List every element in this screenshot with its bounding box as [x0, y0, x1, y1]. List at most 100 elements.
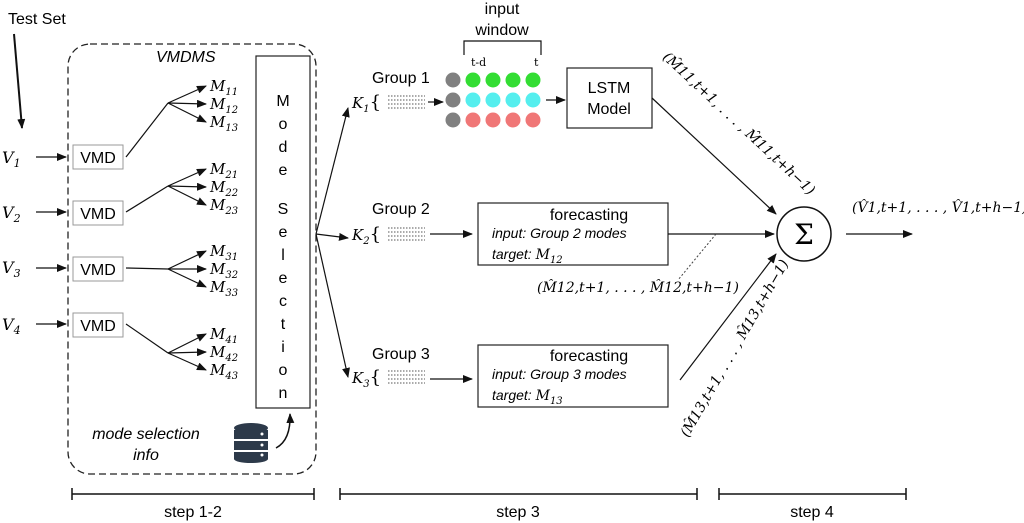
mode-selection-box [255, 55, 311, 409]
mode-m33: M33 [209, 278, 238, 299]
group-2-label: Group 2 [372, 201, 430, 218]
k3-label: K3{ [351, 367, 381, 390]
input-window-label-line2: window [474, 22, 529, 39]
input-v2: V2 [2, 203, 67, 225]
vmdms-label: VMDMS [156, 49, 216, 66]
mode-selection-info-line1: mode selection [92, 426, 200, 443]
window-dot-cyan [505, 92, 521, 108]
forecast-3-target: target: M13 [492, 387, 563, 407]
window-dot-red [525, 112, 541, 128]
output-final-label: (V̂1,t+1, . . . , V̂1,t+h−1) [852, 198, 1024, 216]
mode-m12: M12 [209, 95, 238, 116]
window-dot-cyan [525, 92, 541, 108]
forecast-2-input: input: Group 2 modes [492, 225, 627, 241]
vmd-label-3: VMD [80, 262, 116, 279]
lstm-label-line1: LSTM [588, 80, 631, 97]
v2-label: V2 [2, 203, 21, 225]
input-window-bracket [463, 40, 542, 55]
window-dot-gray [445, 72, 461, 88]
forecasting-box-group-3: forecasting input: Group 3 modes target:… [477, 344, 669, 408]
window-dot-cyan [465, 92, 481, 108]
vmd-label-4: VMD [80, 318, 116, 335]
mode-selection-letter: o [279, 362, 288, 379]
k2-label: K2{ [351, 224, 381, 247]
vmd-box-1: VMD [72, 144, 124, 170]
window-t: t [534, 56, 539, 69]
input-v1: V1 [2, 148, 67, 170]
mode-m31: M31 [209, 242, 238, 263]
group-fan-lines [315, 107, 350, 378]
mode-m13: M13 [209, 113, 238, 134]
forecast-2-title: forecasting [550, 207, 628, 224]
forecast-2-target: target: M12 [492, 246, 563, 266]
input-v3: V3 [2, 258, 67, 280]
mode-selection-letter: c [279, 293, 287, 310]
vmd-label-2: VMD [80, 206, 116, 223]
vmdms-box [67, 43, 317, 475]
window-dot-green [485, 72, 501, 88]
k3-group: K3{ [351, 367, 473, 390]
step-3-label: step 3 [496, 504, 540, 521]
v1-label: V1 [2, 148, 21, 170]
sum-symbol: Σ [794, 218, 814, 251]
mode-m22: M22 [209, 178, 238, 199]
mode-selection-letter: d [279, 139, 288, 156]
input-window-label-line1: input [485, 1, 520, 18]
sum-node: Σ [776, 206, 832, 262]
window-t-d: t-d [471, 56, 486, 69]
test-set-label: Test Set [8, 11, 66, 28]
input-window-dots [445, 72, 541, 128]
input-v4: V4 [2, 315, 67, 337]
window-dot-gray [445, 112, 461, 128]
mode-selection-letter: i [281, 339, 285, 356]
window-dot-gray [445, 92, 461, 108]
mode-labels: M11 M12 M13 M21 M22 M23 M31 M32 M33 M41 … [209, 77, 238, 382]
vmd-label-1: VMD [80, 150, 116, 167]
mode-m11: M11 [209, 77, 238, 98]
mode-selection-letter: o [279, 116, 288, 133]
mode-m41: M41 [209, 325, 238, 346]
mode-selection-letter: M [276, 93, 289, 110]
test-set-arrow [13, 33, 26, 129]
window-dot-green [505, 72, 521, 88]
mode-selection-letter: e [279, 270, 288, 287]
lstm-label-line2: Model [587, 101, 631, 118]
window-dot-green [525, 72, 541, 88]
k1-label: K1{ [351, 92, 381, 115]
vmd-box-2: VMD [72, 200, 124, 226]
group-3-label: Group 3 [372, 346, 430, 363]
info-arrow [275, 413, 295, 449]
mode-selection-letter: e [279, 162, 288, 179]
mode-m32: M32 [209, 260, 238, 281]
mode-m23: M23 [209, 196, 238, 217]
v4-label: V4 [2, 315, 21, 337]
vmd-box-3: VMD [72, 256, 124, 282]
mode-selection-letter: S [278, 201, 289, 218]
mode-fan-lines [125, 85, 207, 371]
database-icon [234, 423, 268, 463]
lstm-model-box: LSTM Model [566, 67, 653, 129]
step-1-2-label: step 1-2 [164, 504, 222, 521]
k1-group: K1{ [351, 92, 444, 115]
output-g2-label: (M̂12,t+1, . . . , M̂12,t+h−1) [537, 278, 739, 296]
v3-label: V3 [2, 258, 21, 280]
forecast-3-title: forecasting [550, 348, 628, 365]
window-dot-green [465, 72, 481, 88]
window-dot-red [485, 112, 501, 128]
mode-m43: M43 [209, 361, 238, 382]
window-dot-red [465, 112, 481, 128]
mode-selection-info-line2: info [133, 447, 159, 464]
vmd-box-4: VMD [72, 312, 124, 338]
step-bars [71, 488, 907, 500]
sigma-input-arrows [651, 97, 777, 381]
mode-m21: M21 [209, 160, 238, 181]
window-dot-cyan [485, 92, 501, 108]
group-1-label: Group 1 [372, 70, 430, 87]
forecast-3-input: input: Group 3 modes [492, 366, 627, 382]
forecasting-box-group-2: forecasting input: Group 2 modes target:… [477, 202, 669, 266]
k2-group: K2{ [351, 224, 473, 247]
mode-selection-letter: n [279, 385, 288, 402]
